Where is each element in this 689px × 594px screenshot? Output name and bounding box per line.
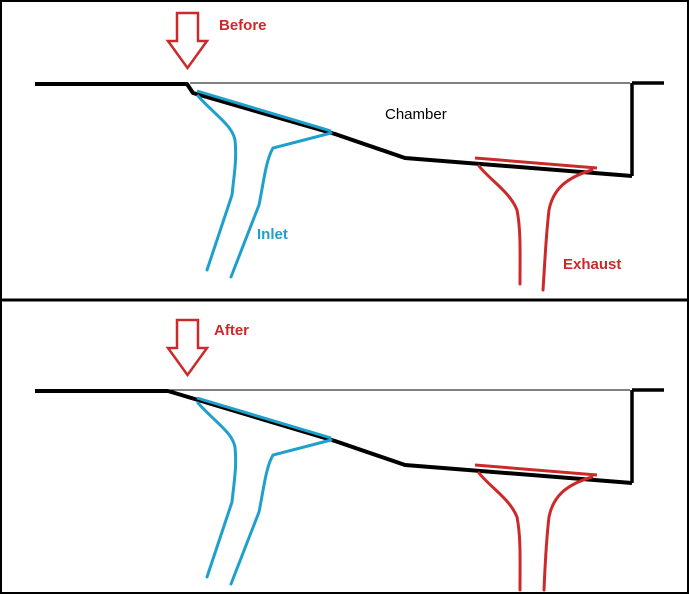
inlet-valve-face bbox=[196, 396, 332, 440]
down-arrow-icon bbox=[165, 318, 210, 378]
exhaust-port-left-wall bbox=[477, 471, 522, 592]
before-title: Before bbox=[219, 17, 267, 34]
inlet-label: Inlet bbox=[257, 226, 288, 243]
exhaust-valve-face bbox=[474, 463, 598, 477]
after-title: After bbox=[214, 322, 249, 339]
exhaust-valve-face bbox=[474, 156, 598, 170]
inlet-port-right-wall bbox=[229, 438, 333, 586]
inlet-port-left-wall bbox=[196, 94, 238, 272]
chamber-label: Chamber bbox=[385, 106, 447, 123]
down-arrow-icon bbox=[165, 11, 210, 71]
exhaust-port-left-wall bbox=[477, 164, 522, 286]
exhaust-port-right-wall bbox=[541, 168, 594, 292]
inlet-valve-face bbox=[196, 89, 332, 133]
inlet-port-right-wall bbox=[229, 131, 333, 279]
exhaust-port-right-wall bbox=[542, 475, 594, 592]
before-panel: Before Chamber Inlet Exhaust bbox=[35, 11, 664, 292]
chamber-roof-before bbox=[35, 82, 633, 178]
exhaust-label: Exhaust bbox=[563, 256, 621, 273]
inlet-port-left-wall bbox=[196, 401, 238, 579]
chamber-roof-after bbox=[35, 389, 633, 485]
after-panel: After bbox=[35, 318, 664, 592]
